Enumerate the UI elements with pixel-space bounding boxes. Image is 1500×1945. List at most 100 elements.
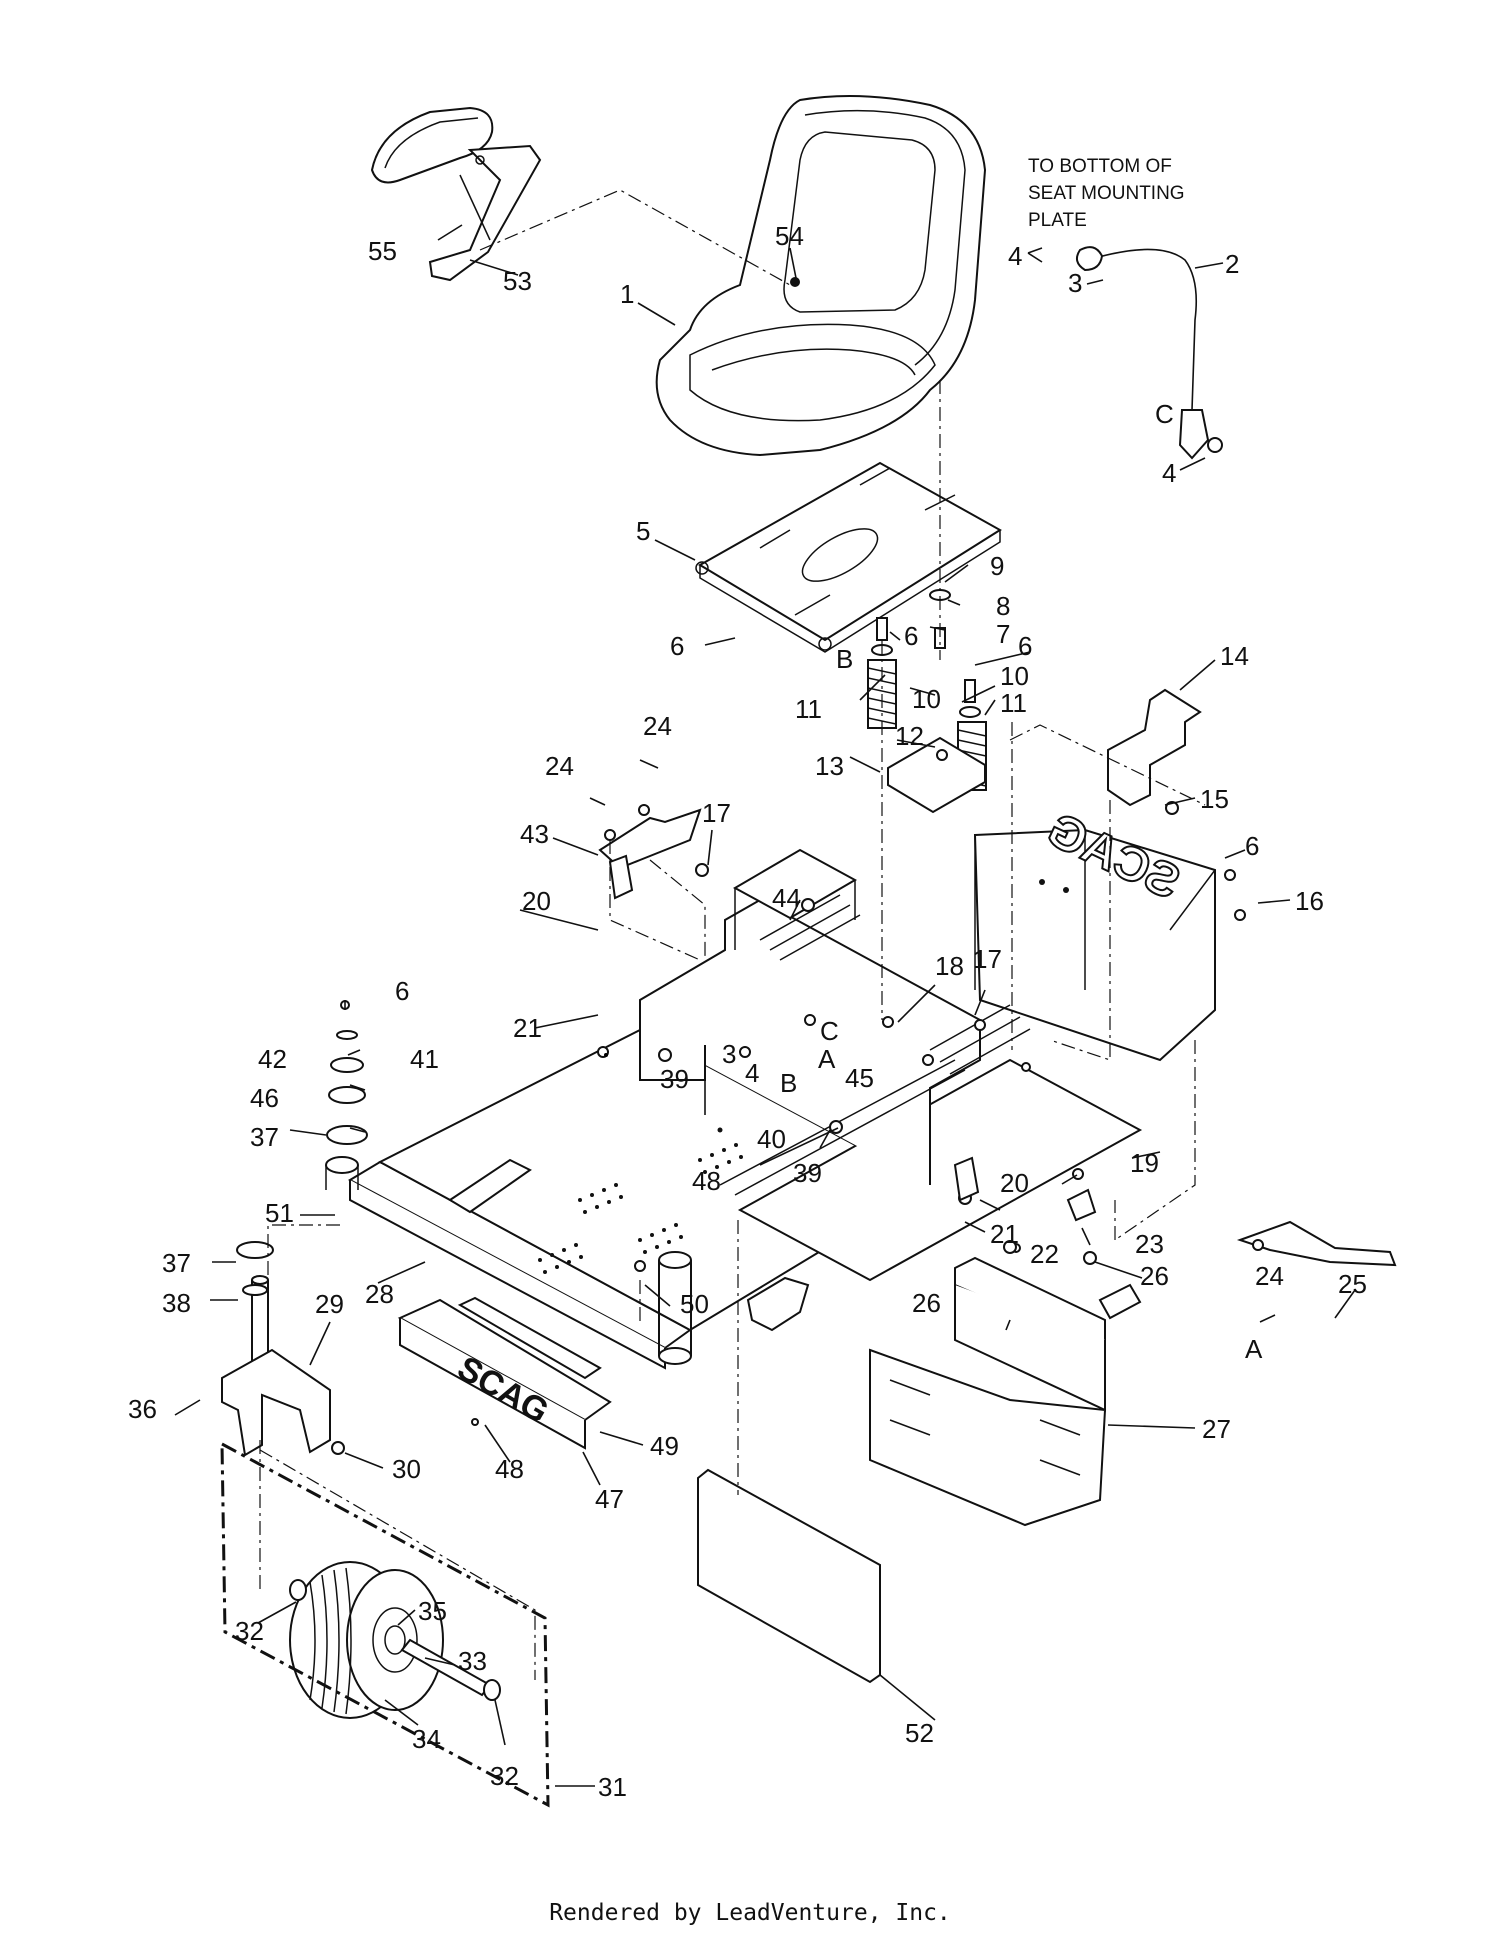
callout: 49 (650, 1431, 679, 1461)
callout: 42 (258, 1044, 287, 1074)
callout: B (836, 644, 853, 674)
callout: 14 (1220, 641, 1249, 671)
callout: 34 (412, 1724, 441, 1754)
callout: 23 (1135, 1229, 1164, 1259)
callout: C (820, 1016, 839, 1046)
callout: 46 (250, 1083, 279, 1113)
armrest (370, 106, 542, 282)
callout: 8 (996, 591, 1010, 621)
callout: 29 (315, 1289, 344, 1319)
callout: 5 (636, 516, 650, 546)
callout: 22 (1030, 1239, 1059, 1269)
callout: 13 (815, 751, 844, 781)
callout: 24 (1255, 1261, 1284, 1291)
callout: 51 (265, 1198, 294, 1228)
callout: 16 (1295, 886, 1324, 916)
callout: 10 (912, 684, 941, 714)
svg-text:TO BOTTOM OF: TO BOTTOM OF (1028, 156, 1172, 177)
callout: 37 (250, 1122, 279, 1152)
callout: 3 (722, 1039, 736, 1069)
callout: B (780, 1068, 797, 1098)
wheel-assembly-box (220, 1441, 550, 1808)
seat (655, 95, 987, 457)
main-frame (325, 828, 1216, 1370)
callout: 31 (598, 1772, 627, 1802)
bearing-stack (236, 1030, 368, 1296)
footer-credit: Rendered by LeadVenture, Inc. (549, 1900, 951, 1926)
callout: 50 (680, 1289, 709, 1319)
callout: 27 (1202, 1414, 1231, 1444)
front-shield (397, 1296, 612, 1450)
bracket-tab (1066, 1188, 1097, 1222)
callout: 7 (996, 619, 1010, 649)
callout: 32 (235, 1616, 264, 1646)
callout: 45 (845, 1063, 874, 1093)
rear-cover-plate (697, 1468, 881, 1684)
callout: 21 (990, 1219, 1019, 1249)
callout: 47 (595, 1484, 624, 1514)
callout: 38 (162, 1288, 191, 1318)
svg-text:PLATE: PLATE (1028, 210, 1087, 231)
caster-wheel (289, 1561, 501, 1719)
leader-lines (174, 224, 1356, 1787)
callout: 28 (365, 1279, 394, 1309)
callout: A (818, 1044, 836, 1074)
callout: 2 (1225, 249, 1239, 279)
callout: 6 (395, 976, 409, 1006)
callout: 24 (545, 751, 574, 781)
callout: 11 (795, 694, 822, 724)
engine-mount-bracket (869, 1256, 1107, 1527)
callout: 12 (895, 721, 924, 751)
callout: C (1155, 399, 1174, 429)
callout: 4 (745, 1058, 759, 1088)
callout: 40 (757, 1124, 786, 1154)
callout: A (1245, 1334, 1263, 1364)
callout: 25 (1338, 1269, 1367, 1299)
callout: 30 (392, 1454, 421, 1484)
harness-bracket (1107, 688, 1202, 807)
callout: 3 (1068, 268, 1082, 298)
svg-text:SEAT MOUNTING: SEAT MOUNTING (1028, 183, 1185, 204)
callout: 48 (495, 1454, 524, 1484)
deflector-blade (1236, 1220, 1397, 1267)
callout: 6 (670, 631, 684, 661)
callout: 53 (503, 266, 532, 296)
callout: 52 (905, 1718, 934, 1748)
bracket-tab (953, 1156, 980, 1202)
callout: 24 (643, 711, 672, 741)
callout: 44 (772, 883, 801, 913)
fasteners (331, 749, 1264, 1455)
callout: 41 (410, 1044, 439, 1074)
callout: 36 (128, 1394, 157, 1424)
callout: 19 (1130, 1148, 1159, 1178)
callout: 15 (1200, 784, 1229, 814)
callout-labels: 1 2 3 4 4 5 6 6 6 7 8 9 10 10 11 11 12 1… (128, 221, 1367, 1802)
callout: 4 (1162, 458, 1176, 488)
callout: 21 (513, 1013, 542, 1043)
callout: 39 (660, 1064, 689, 1094)
callout: 26 (912, 1288, 941, 1318)
callout: 6 (1018, 631, 1032, 661)
callout: 17 (702, 798, 731, 828)
callout: 33 (458, 1646, 487, 1676)
callout: 39 (793, 1158, 822, 1188)
callout: 26 (1140, 1261, 1169, 1291)
spring-bracket (887, 736, 986, 814)
seat-mounting-plate (695, 461, 1002, 653)
callout: 17 (973, 944, 1002, 974)
callout: 10 (1000, 661, 1029, 691)
callout: 54 (775, 221, 804, 251)
callout: 18 (935, 951, 964, 981)
callout: 6 (1245, 831, 1259, 861)
callout: 4 (1008, 241, 1022, 271)
seat-switch-harness (1075, 246, 1223, 460)
callout: 1 (620, 279, 634, 309)
bracket-tab (608, 854, 634, 900)
projection-lines (259, 189, 1206, 1680)
callout: 6 (904, 621, 918, 651)
callout: 43 (520, 819, 549, 849)
callout: 55 (368, 236, 397, 266)
callout: 20 (1000, 1168, 1029, 1198)
callout: 11 (1000, 688, 1027, 718)
